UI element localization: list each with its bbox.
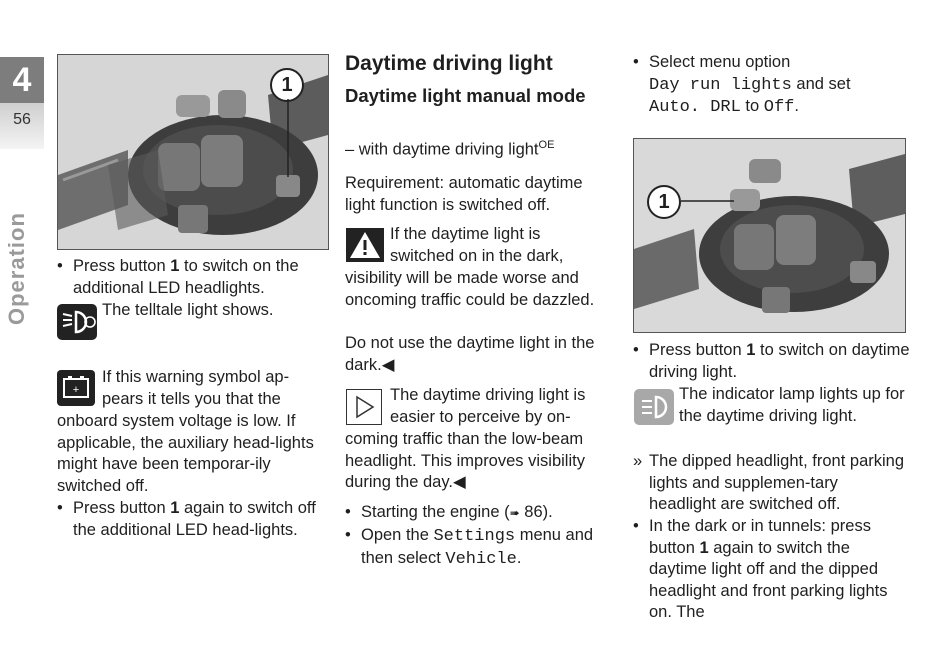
note-lead-2: easier to perceive by on- <box>390 408 571 426</box>
daytime-light-indicator-icon <box>634 389 674 425</box>
optional-equipment-sup: OE <box>538 139 555 151</box>
page-number-box: 56 <box>0 103 44 149</box>
result-text: The dipped headlight, front parking ligh… <box>649 452 905 514</box>
menu-option: Off <box>763 98 795 118</box>
button-reference: 1 <box>746 341 756 359</box>
end-mark: ◀ <box>452 473 466 492</box>
bullet-text: to <box>740 97 764 116</box>
bullet-text: Press button <box>73 499 171 517</box>
figure-callout: 1 <box>647 185 681 219</box>
menu-name: Vehicle <box>445 549 517 569</box>
bullet-text: again to switch the daytime light off an… <box>649 538 888 622</box>
warning-lead-2: switched on in the dark, <box>390 247 564 265</box>
note-arrow-icon <box>346 389 382 425</box>
bullet-text: Press button <box>649 341 747 359</box>
warning-body: visibility will be made worse and oncomi… <box>345 269 595 309</box>
bullet-text: Select menu option <box>649 53 791 71</box>
result-mark: » <box>633 452 643 470</box>
button-reference: 1 <box>170 257 180 275</box>
bullet-text: Open the <box>361 526 434 544</box>
led-headlight-telltale-icon <box>57 304 97 340</box>
handlebar-switch-photo-right: 1 <box>633 138 906 333</box>
bullet-text: Press button <box>73 257 171 275</box>
requirement-text: Requirement: automatic daytime light fun… <box>345 174 583 214</box>
chapter-tab: 4 <box>0 57 44 103</box>
bullet-text: menu and then select <box>361 526 594 567</box>
note-lead-1: The daytime driving light is <box>390 386 586 404</box>
bullet-text: . <box>516 548 522 567</box>
bullet-text: to switch on daytime driving light. <box>649 341 910 381</box>
menu-name: Settings <box>433 527 516 546</box>
svg-text:+: + <box>73 384 79 396</box>
menu-option: Auto. DRL <box>649 98 741 118</box>
figure-callout: 1 <box>270 68 304 102</box>
equipment-text: – with daytime driving light <box>345 140 539 159</box>
warning-lead-1: If the daytime light is <box>390 225 541 243</box>
page-reference[interactable]: 86 <box>524 503 543 521</box>
section-subtitle: Daytime light manual mode <box>345 85 586 106</box>
warning-lead-2: pears it tells you that the <box>102 390 281 408</box>
battery-warning-icon: + <box>57 370 95 406</box>
note-body: coming traffic than the low-beam headlig… <box>345 429 615 494</box>
button-reference: 1 <box>699 538 709 557</box>
page-reference-arrow-icon: ➠ <box>509 506 520 520</box>
warning-body: onboard system voltage is low. If applic… <box>57 412 314 495</box>
bullet-text: ). <box>542 503 553 521</box>
warning-lead-1: If this warning symbol ap- <box>102 368 290 386</box>
handlebar-switch-photo-left: 1 <box>57 54 329 250</box>
note-text: coming traffic than the low-beam headlig… <box>345 430 585 492</box>
end-mark: ◀ <box>381 355 395 374</box>
bullet-text: to switch on the additional LED headligh… <box>73 257 299 297</box>
telltale-text: The telltale light shows. <box>102 301 274 319</box>
bullet-text: In the dark or in tunnels: press button <box>649 517 871 557</box>
bullet-text: and set <box>791 74 851 93</box>
bullet-text: again to switch off the additional LED h… <box>73 499 316 539</box>
bullet-text: . <box>794 97 799 116</box>
button-reference: 1 <box>170 499 180 517</box>
indicator-text: The indicator lamp lights up for the day… <box>679 385 905 425</box>
warning-instruction-text: Do not use the daytime light in the dark… <box>345 334 595 374</box>
chapter-number: 4 <box>12 61 32 99</box>
menu-option: Day run lights <box>649 75 792 95</box>
warning-triangle-icon <box>346 228 384 262</box>
section-label: Operation <box>4 212 29 325</box>
page-number: 56 <box>13 111 31 128</box>
section-title: Daytime driving light <box>345 52 553 75</box>
equipment-line: – with daytime driving lightOE <box>345 135 615 161</box>
bullet-text: Starting the engine ( <box>361 503 510 521</box>
warning-instruction: Do not use the daytime light in the dark… <box>345 333 610 376</box>
